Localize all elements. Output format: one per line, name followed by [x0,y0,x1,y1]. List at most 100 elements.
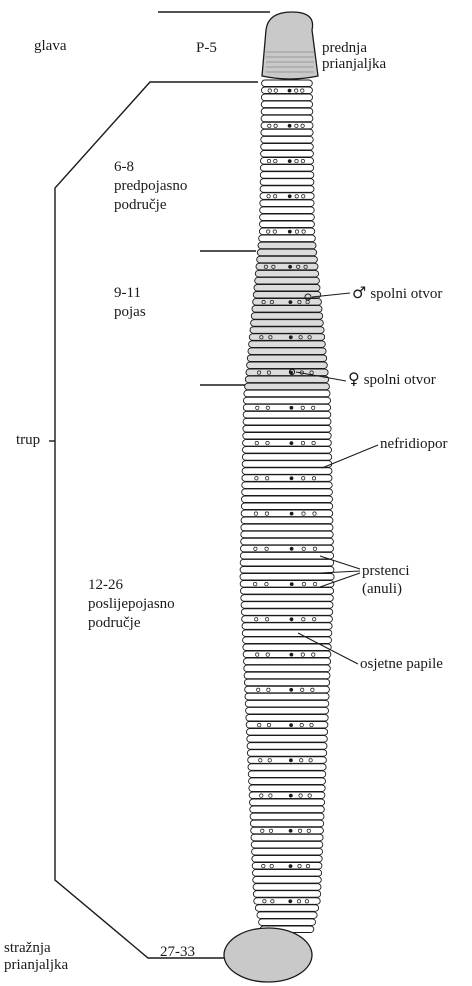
annulus [257,256,318,263]
annulus [242,489,333,496]
nephridiopore [290,547,294,551]
annulus [260,179,314,186]
annulus [245,686,330,693]
annulus [242,475,332,482]
annulus [262,80,313,87]
label-p5: P-5 [196,40,217,57]
annulus [250,799,325,806]
annulus [252,306,322,313]
annulus [254,898,320,905]
label-osjetne-papile: osjetne papile [360,656,443,673]
label-male-opening: ♂spolni otvor [352,284,442,303]
label-predpojasno-region: 6-8 predpojasno područje [114,158,187,215]
nephridiopore [289,723,293,727]
nephridiopore [290,582,294,586]
annulus [244,665,330,672]
annulus [254,285,320,292]
annulus [246,722,328,729]
label-prednja-prianjaljka: prednja prianjaljka [322,40,386,72]
annulus [259,235,316,242]
annulus [249,334,324,341]
annulus [260,221,315,228]
label-trup: trup [16,432,40,449]
annulus [253,299,322,306]
label-range-27-33: 27-33 [160,944,195,961]
nephridiopore [290,441,294,445]
annulus [249,341,326,348]
annulus [258,242,316,249]
annulus [242,623,332,630]
annulus [252,848,323,855]
annulus [247,355,326,362]
label-poslijepojasno-region: 12-26 poslijepojasno područje [88,576,175,633]
annulus [243,644,331,651]
label-female-opening: ♀spolni otvor [348,370,436,389]
annulus [257,912,317,919]
annulus [251,320,324,327]
annulus [247,750,326,757]
annulus [253,891,320,898]
annulus [248,757,327,764]
annulus [240,581,334,588]
annulus [252,856,322,863]
annulus [240,552,333,559]
annulus [248,764,326,771]
nephridiopore [289,688,293,692]
annulus [242,454,331,461]
anterior-sucker [262,12,318,79]
nephridiopore [289,300,293,304]
annulus [246,715,328,722]
label-range-6-8: 6-8 [114,159,134,175]
label-pojas-region: 9-11 pojas [114,284,146,322]
annulus [245,376,328,383]
label-prstenci-line1: prstenci [362,563,409,579]
annulus [261,158,314,165]
nephridiopore [288,230,292,234]
annulus [261,144,314,151]
label-prstenci-line2: (anuli) [362,581,402,597]
annulus [261,108,313,115]
annulus [256,263,318,270]
nephridiopore [289,758,293,762]
female-symbol-icon: ♀ [348,369,360,388]
annulus [260,172,314,179]
annulus [259,228,314,235]
nephridiopore [288,124,292,128]
annulus [241,595,333,602]
annulus [250,820,323,827]
annulus [261,136,313,143]
male-symbol-icon: ♂ [352,283,366,302]
annulus [243,447,332,454]
nephridiopore [290,617,294,621]
annulus [255,277,320,284]
label-nefridiopor: nefridiopor [380,436,447,453]
annulus [240,559,334,566]
nephridiopore [289,829,293,833]
annulus [241,524,333,531]
annulus [244,390,330,397]
annulus [248,348,326,355]
annulus [261,94,312,101]
annulus [242,468,332,475]
annulus [242,630,331,637]
annulus [261,151,314,158]
annulus [259,919,316,926]
annulus [255,270,318,277]
label-pojas: pojas [114,304,146,320]
annulus [250,327,324,334]
annulus [249,778,326,785]
annulus [243,440,332,447]
annulus [241,545,334,552]
annulus [249,785,325,792]
annulus [253,877,321,884]
annulus [243,426,331,433]
annulus [251,841,322,848]
annulus [260,165,313,172]
annulus [247,743,327,750]
annulus [250,813,324,820]
annulus [260,186,314,193]
annulus [244,672,330,679]
annulus [260,214,315,221]
annulus [255,905,318,912]
annulus [240,574,334,581]
